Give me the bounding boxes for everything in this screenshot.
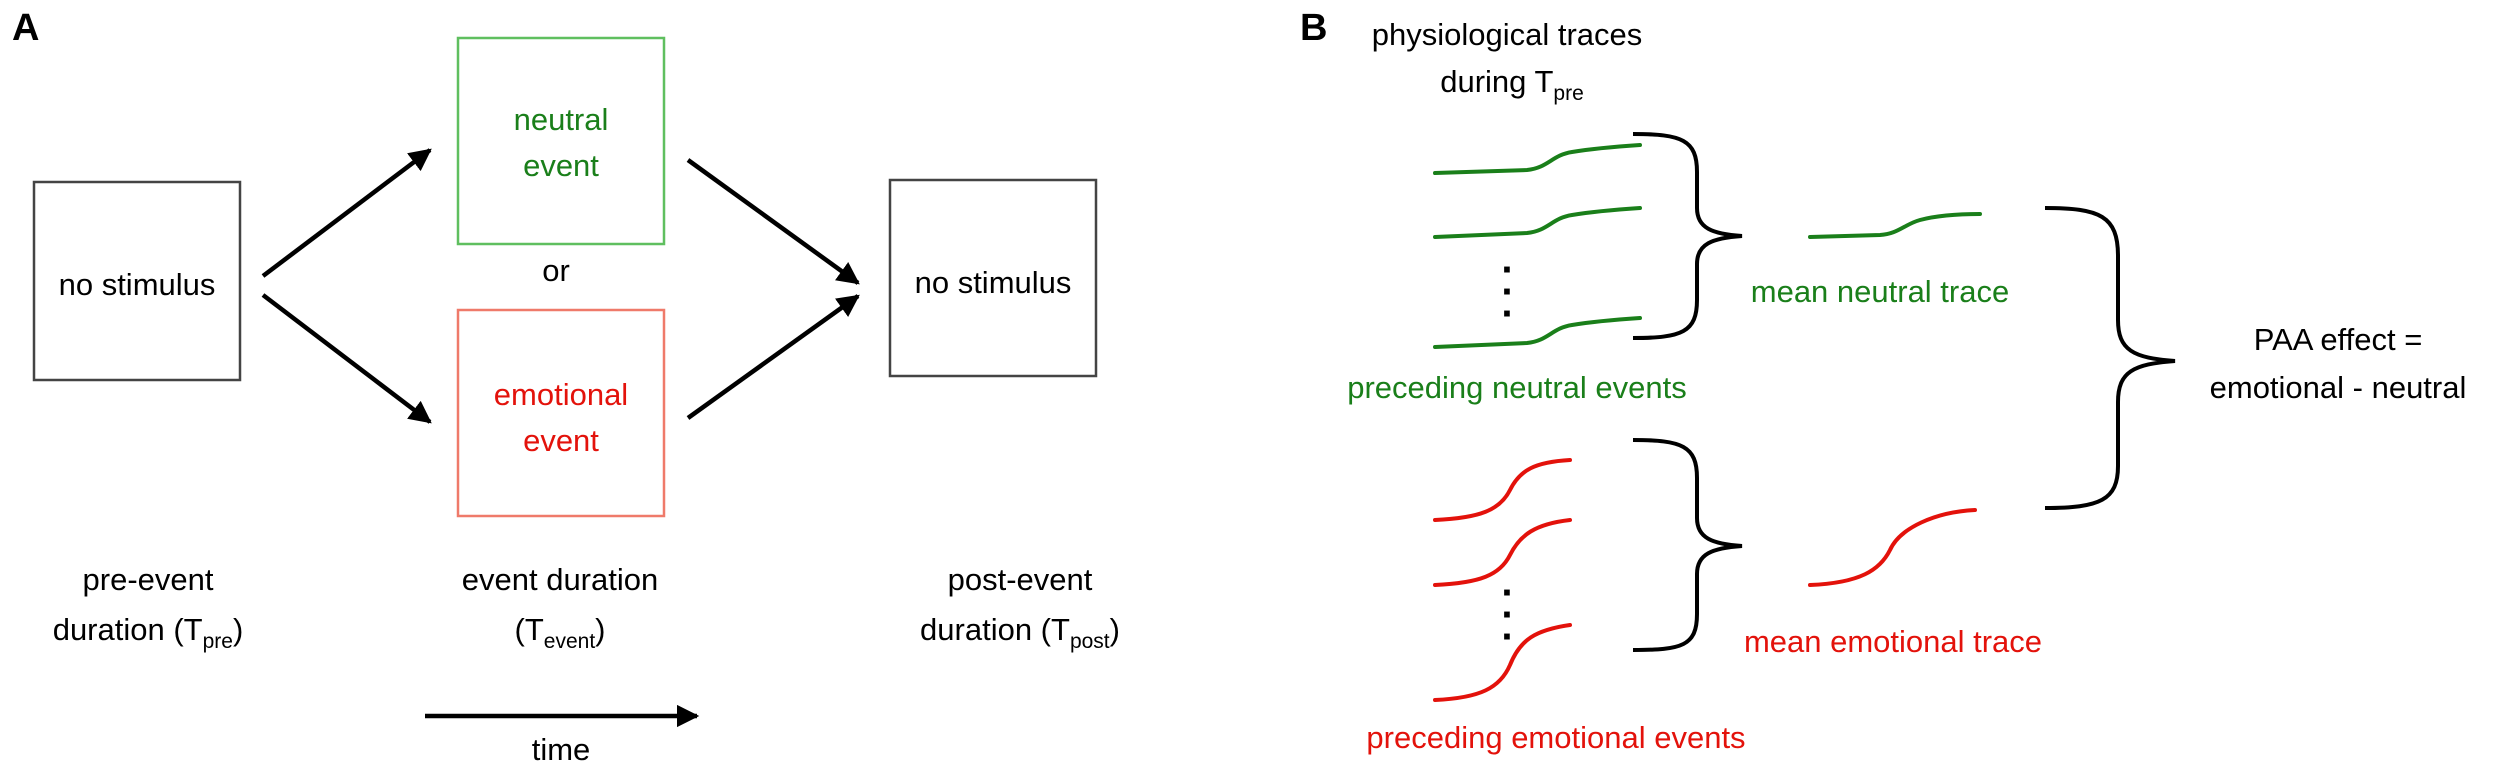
post-duration-line2: duration (Tpost) (920, 612, 1120, 653)
emotional-trace-1 (1433, 458, 1572, 522)
effect-line2: emotional - neutral (2210, 370, 2467, 405)
arrow-emotional-to-post (686, 294, 860, 420)
pre-box-label: no stimulus (59, 267, 216, 302)
pre-duration-line1: pre-event (83, 562, 214, 597)
arrow-pre-to-emotional (261, 293, 432, 424)
emotional-brace (1632, 438, 1743, 652)
neutral-group-label: preceding neutral events (1347, 370, 1687, 405)
neutral-ellipsis-dot-2: · (1501, 270, 1514, 314)
time-label: time (532, 732, 591, 767)
panel-a-label: A (12, 7, 39, 49)
neutral-ellipsis-dot-1: · (1501, 248, 1514, 292)
emotional-group-label: preceding emotional events (1366, 720, 1745, 755)
neutral-trace-3 (1433, 316, 1642, 349)
panel-b-label: B (1300, 7, 1327, 49)
traces-title-line2: during Tpre (1440, 64, 1584, 105)
neutral-brace (1632, 132, 1743, 340)
neutral-trace-1 (1433, 143, 1642, 175)
effect-line1: PAA effect = (2254, 322, 2423, 357)
event-duration-line2: (Tevent) (515, 612, 606, 653)
mean-neutral-label: mean neutral trace (1751, 274, 2009, 309)
traces-title-line1: physiological traces (1372, 17, 1643, 52)
emotional-ellipsis-dot-1: · (1501, 571, 1514, 615)
mean-emotional-trace (1808, 508, 1977, 587)
post-duration-line1: post-event (948, 562, 1093, 597)
neutral-ellipsis-dot-3: · (1501, 292, 1514, 336)
neutral-event-box (456, 36, 666, 246)
mean-neutral-trace (1808, 212, 1982, 239)
emotional-ellipsis-dot-3: · (1501, 615, 1514, 659)
event-duration-line1: event duration (462, 562, 658, 597)
pre-duration-line2: duration (Tpre) (53, 612, 244, 653)
emotional-ellipsis-dot-2: · (1501, 593, 1514, 637)
post-event-box (888, 178, 1098, 378)
panel-a: A no stimulus neutral event or emotional… (12, 7, 1120, 767)
effect-brace (2044, 206, 2176, 510)
emotional-box-line1: emotional (494, 377, 628, 412)
post-box-label: no stimulus (915, 265, 1072, 300)
or-label: or (542, 253, 570, 288)
mean-emotional-label: mean emotional trace (1744, 624, 2042, 659)
emotional-trace-3 (1433, 623, 1572, 702)
emotional-box-line2: event (523, 423, 599, 458)
arrow-pre-to-neutral (261, 148, 432, 278)
emotional-event-box (456, 308, 666, 518)
pre-event-box (32, 180, 242, 382)
arrow-neutral-to-post (686, 158, 860, 285)
neutral-box-line2: event (523, 148, 599, 183)
emotional-trace-2 (1433, 518, 1572, 587)
neutral-box-line1: neutral (514, 102, 609, 137)
neutral-trace-2 (1433, 206, 1642, 239)
panel-b: B physiological traces during Tpre · · ·… (1300, 7, 2466, 755)
